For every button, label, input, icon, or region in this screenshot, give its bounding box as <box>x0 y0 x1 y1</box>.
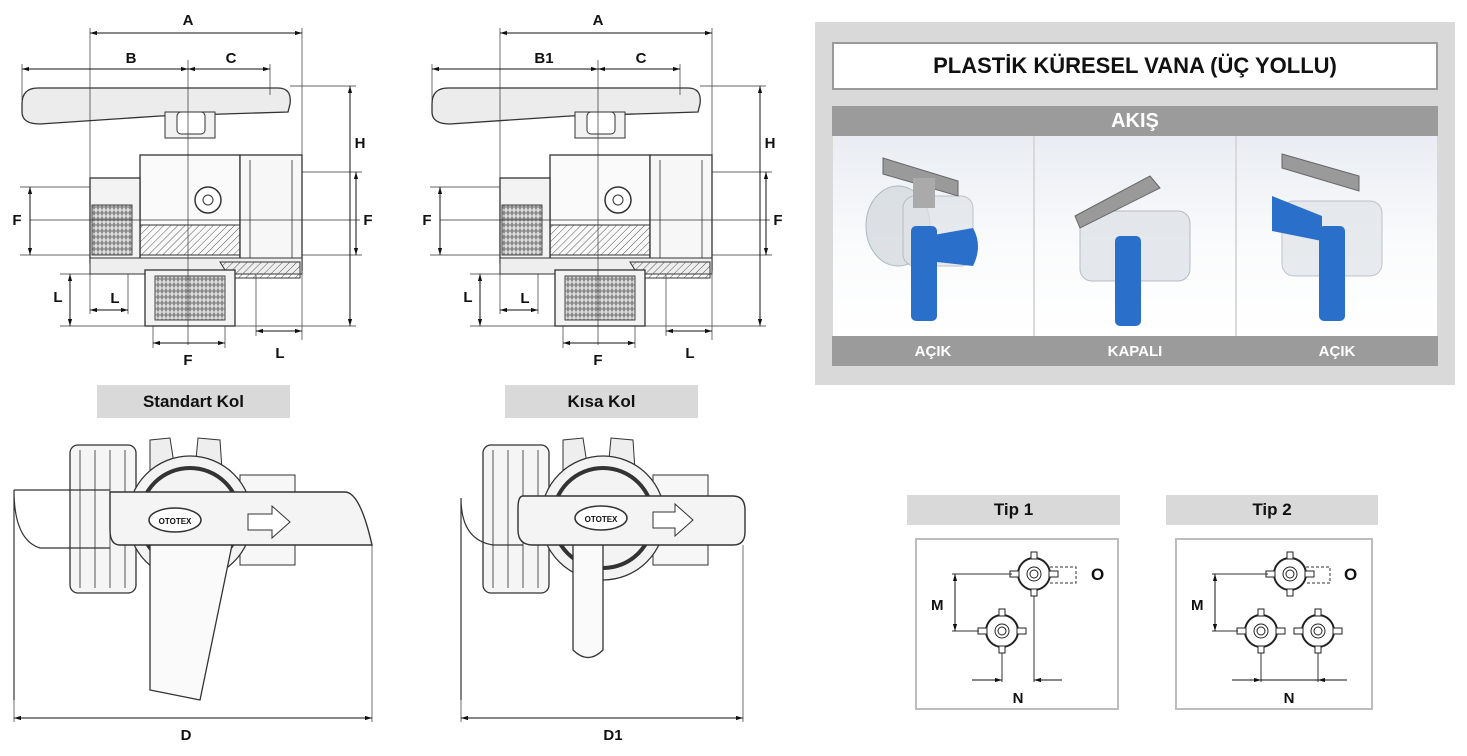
flow-image-open-1 <box>833 136 1033 336</box>
brand-logo: OTOTEX <box>585 515 618 524</box>
state-label-open-1: AÇIK <box>832 336 1034 366</box>
dim-O: O <box>1091 565 1104 584</box>
dim-F-bottom: F <box>183 352 192 369</box>
state-label-open-2: AÇIK <box>1236 336 1438 366</box>
tip2-title: Tip 2 <box>1166 495 1378 525</box>
dim-F-right: F <box>773 212 782 229</box>
dim-L-right: L <box>275 345 284 362</box>
dim-N: N <box>1284 690 1295 707</box>
side-view-short: A B1 C H F F F L L L <box>422 12 782 369</box>
flow-image-open-2 <box>1237 136 1437 336</box>
dim-L-vertical: L <box>463 289 472 306</box>
technical-drawings: A B C H F F F L L L A B1 C H F F F L L L… <box>12 12 782 744</box>
panel-title: PLASTİK KÜRESEL VANA (ÜÇ YOLLU) <box>832 42 1438 90</box>
dim-F-left: F <box>422 212 431 229</box>
flow-panel: PLASTİK KÜRESEL VANA (ÜÇ YOLLU) AKIŞ AÇI… <box>815 22 1455 385</box>
dim-B: B <box>126 50 137 67</box>
top-view-short: OTOTEX D1 <box>460 436 746 744</box>
flow-header: AKIŞ <box>832 106 1438 136</box>
state-label-closed: KAPALI <box>1034 336 1236 366</box>
dim-M: M <box>1191 597 1204 614</box>
tip1-diagram: O M N <box>915 538 1119 710</box>
top-view-standard: OTOTEX D <box>13 436 373 744</box>
dim-O: O <box>1344 565 1357 584</box>
dim-D1: D1 <box>603 727 622 744</box>
dim-L-right: L <box>685 345 694 362</box>
dim-C: C <box>226 50 237 67</box>
brand-logo: OTOTEX <box>159 517 192 526</box>
dim-F-right: F <box>363 212 372 229</box>
dim-L-vertical: L <box>53 289 62 306</box>
dim-F-left: F <box>12 212 21 229</box>
tip1-title: Tip 1 <box>907 495 1120 525</box>
dim-A: A <box>593 12 604 29</box>
dim-A: A <box>183 12 194 29</box>
dim-L-horizontal: L <box>110 290 119 307</box>
tip2-diagram: O M N <box>1175 538 1373 710</box>
dim-B1: B1 <box>534 50 553 67</box>
dim-N: N <box>1013 690 1024 707</box>
dim-M: M <box>931 597 944 614</box>
dim-F-bottom: F <box>593 352 602 369</box>
dim-H: H <box>765 135 776 152</box>
caption-short-handle: Kısa Kol <box>505 385 698 418</box>
caption-standard-handle: Standart Kol <box>97 385 290 418</box>
flow-image-closed <box>1035 136 1235 336</box>
dim-L-horizontal: L <box>520 290 529 307</box>
dim-D: D <box>181 727 192 744</box>
side-view-standard: A B C H F F F L L L <box>12 12 372 369</box>
dim-C: C <box>636 50 647 67</box>
dim-H: H <box>355 135 366 152</box>
